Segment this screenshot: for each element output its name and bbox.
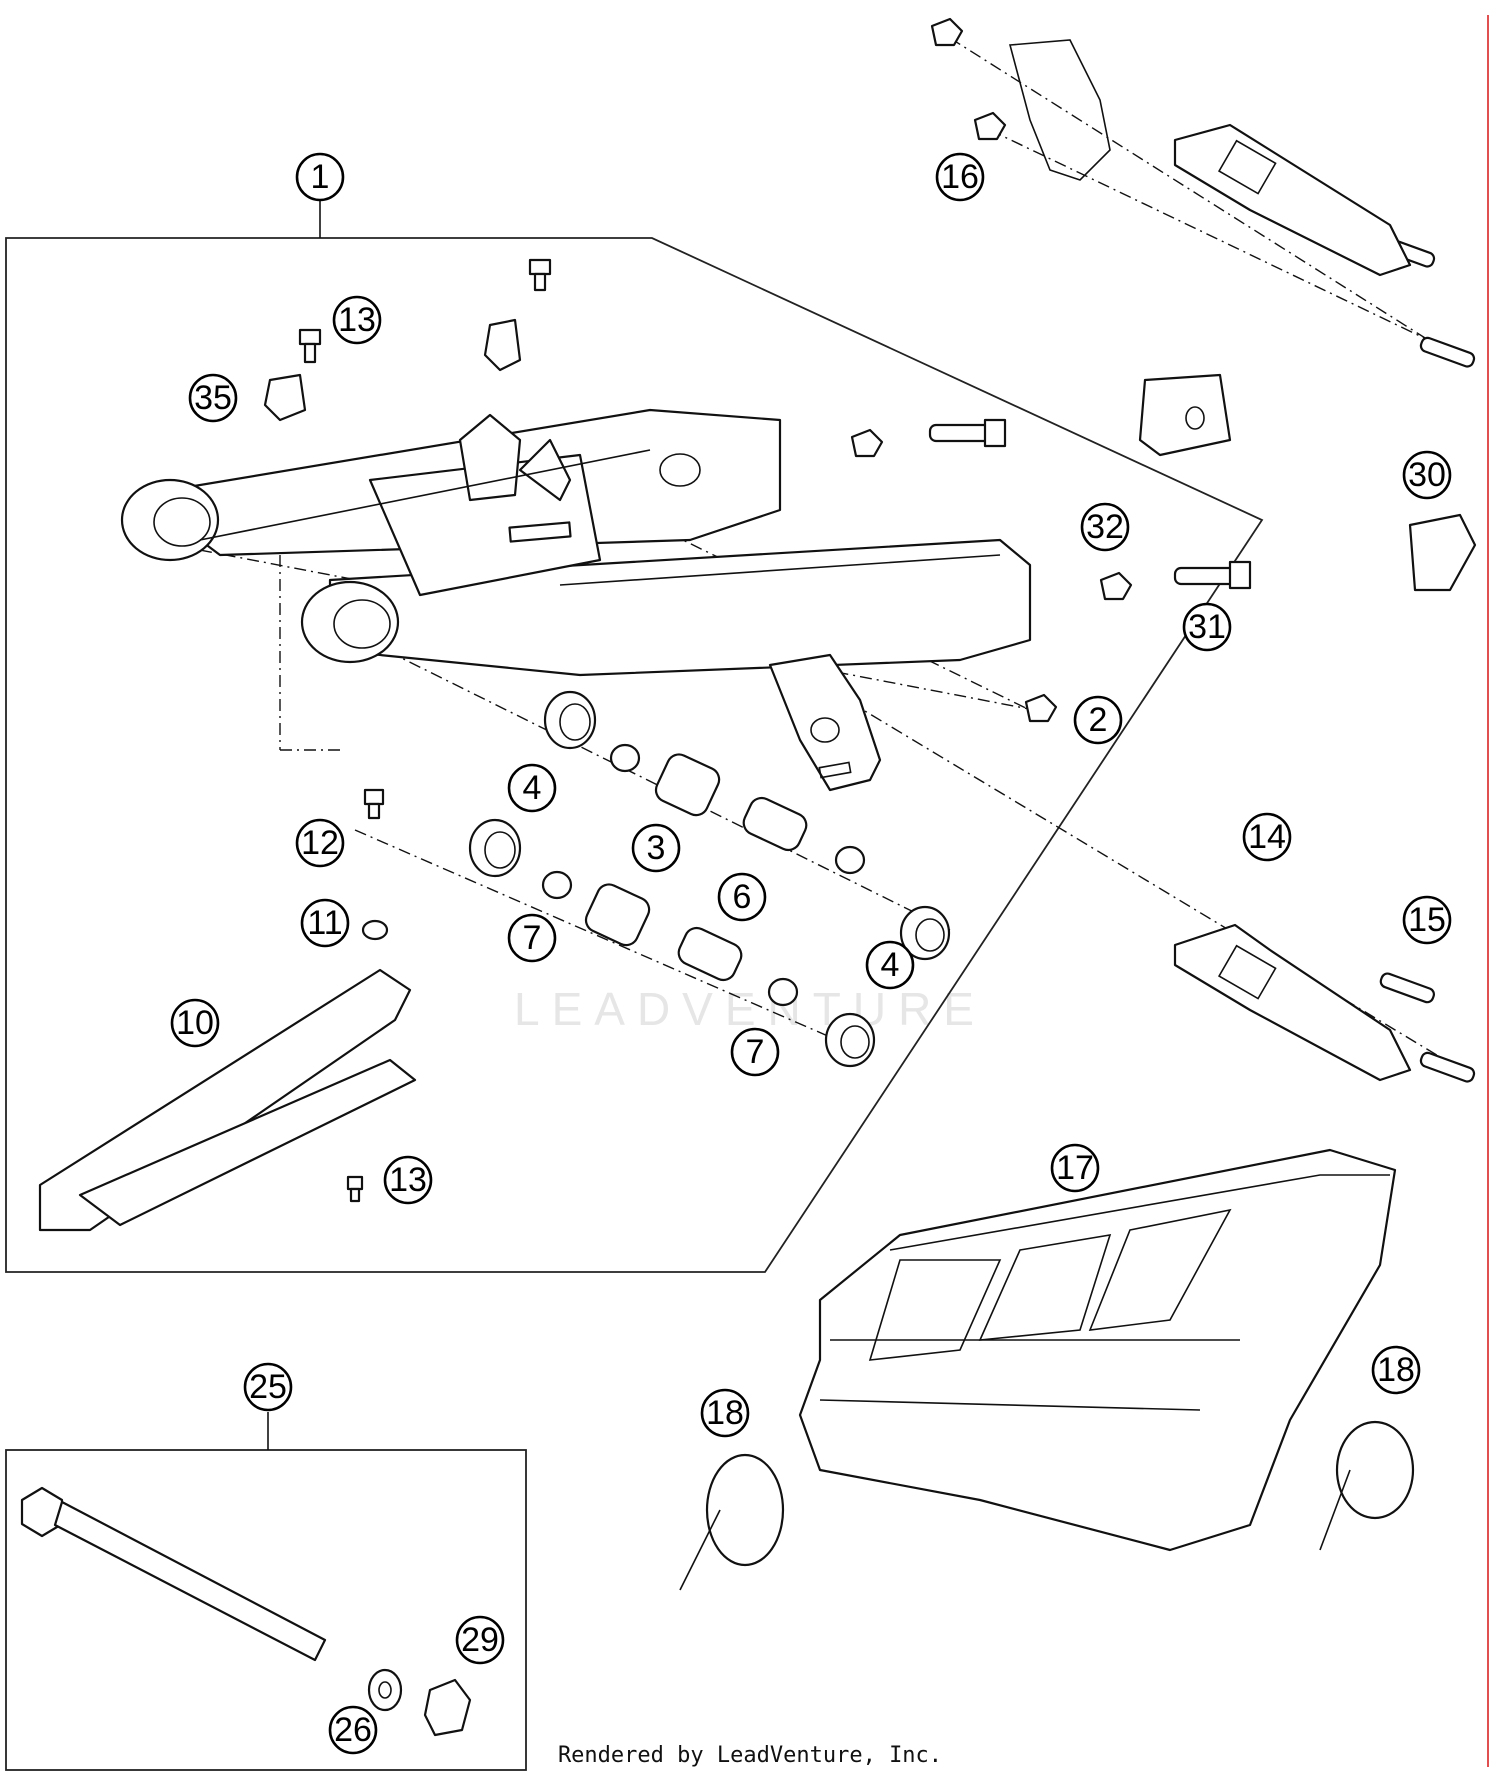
callout-10: 10 [170, 998, 220, 1048]
callout-17: 17 [1050, 1143, 1100, 1193]
svg-text:11: 11 [307, 904, 342, 942]
chain-slider [38, 968, 412, 1232]
svg-text:12: 12 [301, 824, 339, 862]
callout-13: 13 [332, 295, 382, 345]
callout-4b: 4 [865, 940, 915, 990]
callout-16: 16 [935, 152, 985, 202]
svg-text:7: 7 [523, 919, 542, 957]
chain-guide [1173, 923, 1412, 1082]
callout-11: 11 [300, 898, 350, 948]
svg-text:17: 17 [1056, 1149, 1094, 1187]
svg-text:2: 2 [1089, 701, 1108, 739]
callout-35: 35 [188, 373, 238, 423]
callout-7b: 7 [730, 1027, 780, 1077]
callout-12: 12 [295, 818, 345, 868]
edge-line [1487, 15, 1489, 1767]
callout-2: 2 [1073, 695, 1123, 745]
callout-7: 7 [507, 913, 557, 963]
svg-text:29: 29 [461, 1621, 499, 1659]
swingarm-axle [20, 1486, 472, 1737]
callout-4: 4 [507, 763, 557, 813]
svg-text:4: 4 [523, 769, 542, 807]
callout-13b: 13 [383, 1155, 433, 1205]
callout-31: 31 [1182, 602, 1232, 652]
svg-text:32: 32 [1086, 508, 1124, 546]
svg-text:6: 6 [733, 878, 752, 916]
svg-text:13: 13 [389, 1161, 427, 1199]
callout-32: 32 [1080, 502, 1130, 552]
svg-text:7: 7 [746, 1033, 765, 1071]
callout-18b: 18 [1371, 1345, 1421, 1395]
guide-block [1138, 373, 1232, 457]
svg-text:13: 13 [338, 301, 376, 339]
cable-tie-left [679, 1453, 785, 1591]
svg-text:15: 15 [1408, 901, 1446, 939]
callout-15: 15 [1402, 895, 1452, 945]
callout-3: 3 [631, 823, 681, 873]
guide-block-small [1408, 513, 1477, 592]
cable-tie-right [1319, 1420, 1415, 1551]
svg-text:10: 10 [176, 1004, 214, 1042]
callout-1: 1 [295, 152, 345, 202]
svg-text:3: 3 [647, 829, 666, 867]
swingarm [120, 408, 1032, 677]
callout-18: 18 [700, 1388, 750, 1438]
chain-guide-top [1173, 123, 1412, 277]
chain-guard [798, 1148, 1397, 1552]
bearing-set [468, 690, 951, 1068]
callout-29: 29 [455, 1615, 505, 1665]
svg-text:1: 1 [311, 158, 330, 196]
svg-text:26: 26 [334, 1711, 372, 1749]
axle-assembly-box [5, 1449, 527, 1771]
chain-guide-bracket [768, 653, 882, 792]
svg-text:4: 4 [881, 946, 900, 984]
svg-text:16: 16 [941, 158, 979, 196]
callout-14: 14 [1242, 812, 1292, 862]
swingarm-assembly-box [5, 237, 1264, 1273]
watermark-text: LEADVENTURE [514, 983, 986, 1035]
svg-text:18: 18 [1377, 1351, 1415, 1389]
svg-text:30: 30 [1408, 456, 1446, 494]
svg-text:35: 35 [194, 379, 232, 417]
svg-text:31: 31 [1188, 608, 1226, 646]
callout-30: 30 [1402, 450, 1452, 500]
svg-text:18: 18 [706, 1394, 744, 1432]
svg-text:25: 25 [249, 1368, 287, 1406]
callout-6: 6 [717, 872, 767, 922]
callout-25: 25 [243, 1362, 293, 1412]
svg-text:14: 14 [1248, 818, 1286, 856]
callout-26: 26 [328, 1705, 378, 1755]
credit-text: Rendered by LeadVenture, Inc. [557, 1743, 943, 1768]
frame-bracket [1008, 39, 1111, 181]
